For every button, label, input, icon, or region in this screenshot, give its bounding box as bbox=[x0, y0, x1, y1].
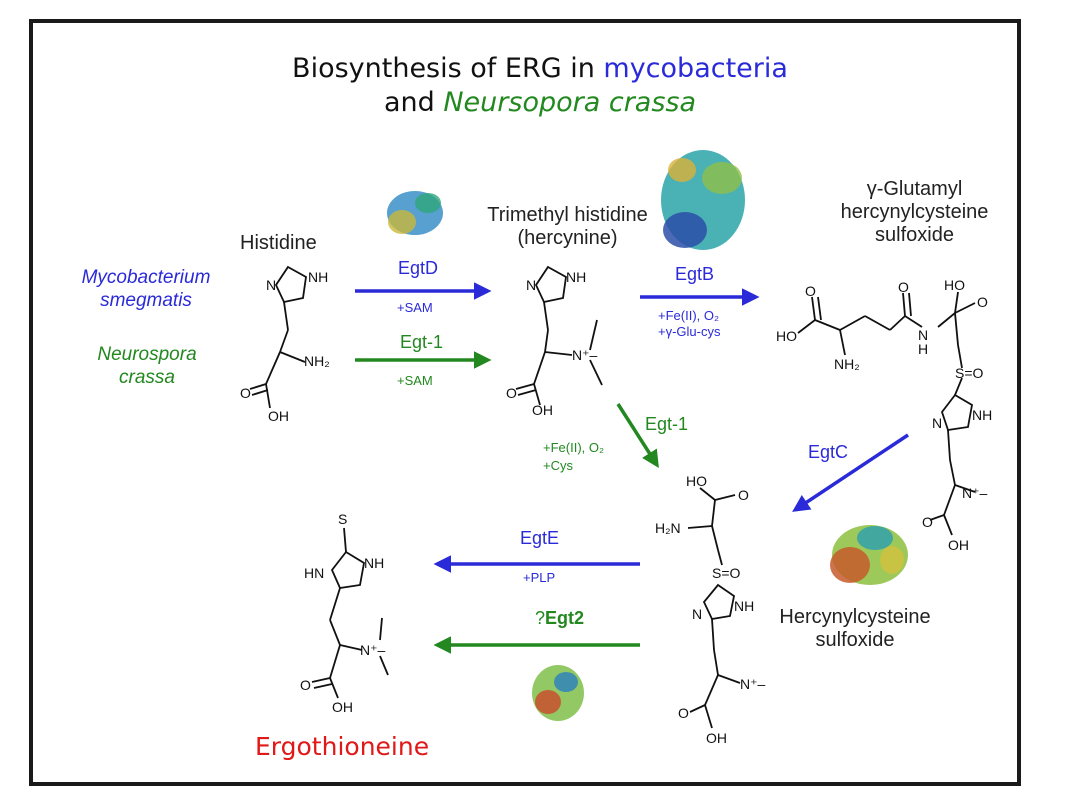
svg-text:HO: HO bbox=[686, 473, 707, 489]
svg-text:N: N bbox=[526, 277, 536, 293]
cofactor-egtB-2: +γ-Glu-cys bbox=[658, 324, 721, 339]
svg-text:HO: HO bbox=[776, 328, 797, 344]
svg-text:O: O bbox=[678, 705, 689, 721]
compound-gamma-glutamyl: γ-Glutamyl hercynylcysteine sulfoxide bbox=[840, 178, 989, 246]
svg-text:N⁺–: N⁺– bbox=[572, 347, 598, 363]
svg-text:NH: NH bbox=[734, 598, 754, 614]
svg-text:O: O bbox=[300, 677, 311, 693]
enzyme-egtE: EgtE bbox=[520, 528, 560, 548]
cofactor-egt1-second-2: +Cys bbox=[543, 458, 573, 473]
svg-text:HO: HO bbox=[944, 277, 965, 293]
svg-text:O: O bbox=[977, 294, 988, 310]
atom-labels: NH N NH₂ O OH NH N N⁺– O OH HO O NH₂ O N… bbox=[240, 269, 992, 746]
svg-text:O: O bbox=[898, 279, 909, 295]
title-line2-highlight: Neursopora crassa bbox=[443, 87, 697, 118]
enzyme-egtD: EgtD bbox=[398, 258, 439, 278]
svg-text:NH: NH bbox=[566, 269, 586, 285]
figure-title: Biosynthesis of ERG in mycobacteria and … bbox=[190, 52, 890, 120]
svg-text:S: S bbox=[338, 511, 347, 527]
protein-egt2-image bbox=[532, 665, 584, 721]
svg-text:OH: OH bbox=[948, 537, 969, 553]
molecule-gamma-glutamyl bbox=[797, 291, 976, 536]
title-line-2: and Neursopora crassa bbox=[190, 86, 890, 120]
svg-text:N: N bbox=[692, 606, 702, 622]
svg-text:N: N bbox=[932, 415, 942, 431]
svg-text:O: O bbox=[738, 487, 749, 503]
organism-mycobacterium: Mycobacterium smegmatis bbox=[81, 267, 211, 311]
svg-text:O: O bbox=[805, 283, 816, 299]
protein-egtC-image bbox=[830, 525, 908, 585]
svg-text:NH₂: NH₂ bbox=[834, 356, 860, 372]
svg-text:N: N bbox=[918, 327, 928, 343]
compound-histidine: Histidine bbox=[240, 232, 317, 254]
egt2-question-mark: ? bbox=[535, 608, 546, 628]
svg-text:N⁺–: N⁺– bbox=[360, 642, 386, 658]
svg-text:H: H bbox=[918, 341, 928, 357]
egt2-name: Egt2 bbox=[545, 608, 585, 628]
svg-text:NH₂: NH₂ bbox=[304, 353, 330, 369]
enzyme-egt2: ?Egt2 bbox=[535, 608, 584, 629]
svg-text:S=O: S=O bbox=[712, 565, 741, 581]
enzyme-egt1-first: Egt-1 bbox=[400, 332, 444, 352]
figure-frame bbox=[29, 19, 1021, 786]
svg-text:NH: NH bbox=[364, 555, 384, 571]
svg-text:N: N bbox=[266, 277, 276, 293]
svg-text:OH: OH bbox=[332, 699, 353, 715]
title-line-1: Biosynthesis of ERG in mycobacteria bbox=[190, 52, 890, 86]
molecule-histidine bbox=[249, 265, 307, 409]
svg-text:OH: OH bbox=[532, 402, 553, 418]
cofactor-egtE: +PLP bbox=[523, 570, 556, 585]
svg-text:NH: NH bbox=[972, 407, 992, 423]
cofactor-egt1-second-1: +Fe(II), O₂ bbox=[543, 440, 605, 455]
svg-text:O: O bbox=[506, 385, 517, 401]
enzyme-egtC: EgtC bbox=[808, 442, 849, 462]
svg-text:OH: OH bbox=[268, 408, 289, 424]
cofactor-egtB-1: +Fe(II), O₂ bbox=[658, 308, 720, 323]
title-line2-prefix: and bbox=[383, 87, 444, 118]
arrow-egtC bbox=[792, 433, 909, 512]
svg-text:N⁺–: N⁺– bbox=[740, 676, 766, 692]
molecule-hercynylcysteine bbox=[687, 487, 741, 729]
svg-text:OH: OH bbox=[706, 730, 727, 746]
protein-egtD-image bbox=[387, 191, 443, 235]
cofactor-egt1-first: +SAM bbox=[397, 373, 433, 388]
svg-text:O: O bbox=[922, 514, 933, 530]
svg-text:NH: NH bbox=[308, 269, 328, 285]
compound-trimethyl-histidine: Trimethyl histidine (hercynine) bbox=[487, 204, 648, 249]
svg-text:N⁺–: N⁺– bbox=[962, 485, 988, 501]
molecule-ergothioneine bbox=[311, 527, 389, 699]
compound-ergothioneine: Ergothioneine bbox=[255, 732, 430, 761]
cofactor-egtD: +SAM bbox=[397, 300, 433, 315]
protein-egtB-image bbox=[661, 150, 745, 250]
organism-neurospora: Neurospora crassa bbox=[97, 344, 197, 388]
svg-text:HN: HN bbox=[304, 565, 324, 581]
compound-hercynylcysteine-sulfoxide: Hercynylcysteine sulfoxide bbox=[779, 606, 931, 651]
svg-text:H₂N: H₂N bbox=[655, 520, 681, 536]
svg-text:S=O: S=O bbox=[955, 365, 984, 381]
svg-text:O: O bbox=[240, 385, 251, 401]
molecule-hercynine bbox=[515, 265, 603, 406]
title-line1-prefix: Biosynthesis of ERG in bbox=[292, 53, 604, 84]
enzyme-egtB: EgtB bbox=[675, 264, 715, 284]
arrow-egt1-second bbox=[616, 403, 659, 468]
title-line1-highlight: mycobacteria bbox=[603, 53, 788, 84]
enzyme-egt1-second: Egt-1 bbox=[645, 414, 689, 434]
